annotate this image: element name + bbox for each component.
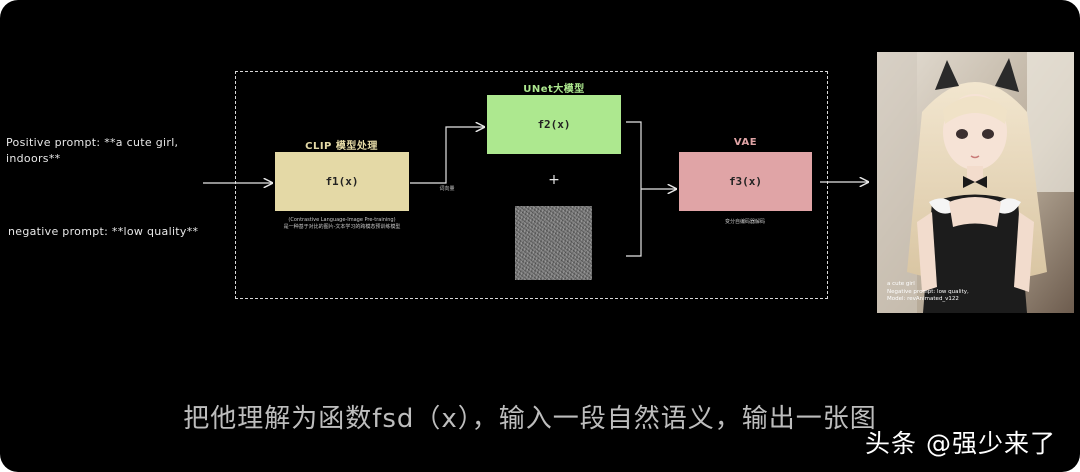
noise-image bbox=[515, 206, 592, 280]
unet-title: UNet大模型 bbox=[523, 84, 585, 95]
clip-caption: (Contrastive Language-Image Pre-training… bbox=[262, 217, 422, 231]
bracket-unet-noise bbox=[626, 121, 642, 257]
clip-caption-line1: (Contrastive Language-Image Pre-training… bbox=[288, 217, 396, 223]
vae-caption: 变分自编码器解码 bbox=[724, 219, 765, 225]
clip-box: f1(x) bbox=[275, 152, 409, 211]
negative-prompt: negative prompt: **low quality** bbox=[8, 225, 199, 238]
image-caption-line2: Negative prompt: low quality, bbox=[887, 288, 969, 295]
positive-prompt: Positive prompt: **a cute girl, indoors*… bbox=[6, 135, 206, 167]
arrow-clip-to-unet bbox=[410, 127, 484, 184]
clip-caption-line2: 是一种基于对比的图片-文本学习的跨模态预训练模型 bbox=[283, 224, 401, 230]
unet-function: f2(x) bbox=[537, 118, 571, 131]
vae-function: f3(x) bbox=[728, 175, 763, 188]
video-subtitle: 把他理解为函数fsd（x），输入一段自然语义，输出一张图 bbox=[183, 404, 877, 434]
generated-output-image: a cute girl Negative prompt: low quality… bbox=[877, 52, 1074, 313]
image-caption-line3: Model: revAnimated_v122 bbox=[887, 296, 959, 302]
anime-girl-illustration bbox=[877, 52, 1074, 313]
image-caption: a cute girl Negative prompt: low quality… bbox=[887, 281, 969, 304]
watermark: 头条 @强少来了 bbox=[865, 429, 1056, 458]
image-caption-line1: a cute girl bbox=[887, 281, 915, 287]
word-vector-label: 词向量 bbox=[439, 186, 455, 192]
clip-function: f1(x) bbox=[325, 175, 359, 188]
pipeline-dashed-frame bbox=[235, 71, 828, 299]
unet-box: f2(x) bbox=[487, 95, 621, 154]
plus-sign: + bbox=[548, 172, 560, 188]
vae-box: f3(x) bbox=[679, 152, 812, 211]
positive-prompt-line1: Positive prompt: **a cute girl, bbox=[6, 136, 179, 149]
positive-prompt-line2: indoors** bbox=[6, 152, 61, 165]
vae-title: VAE bbox=[733, 137, 758, 148]
clip-title: CLIP 模型处理 bbox=[305, 141, 378, 152]
